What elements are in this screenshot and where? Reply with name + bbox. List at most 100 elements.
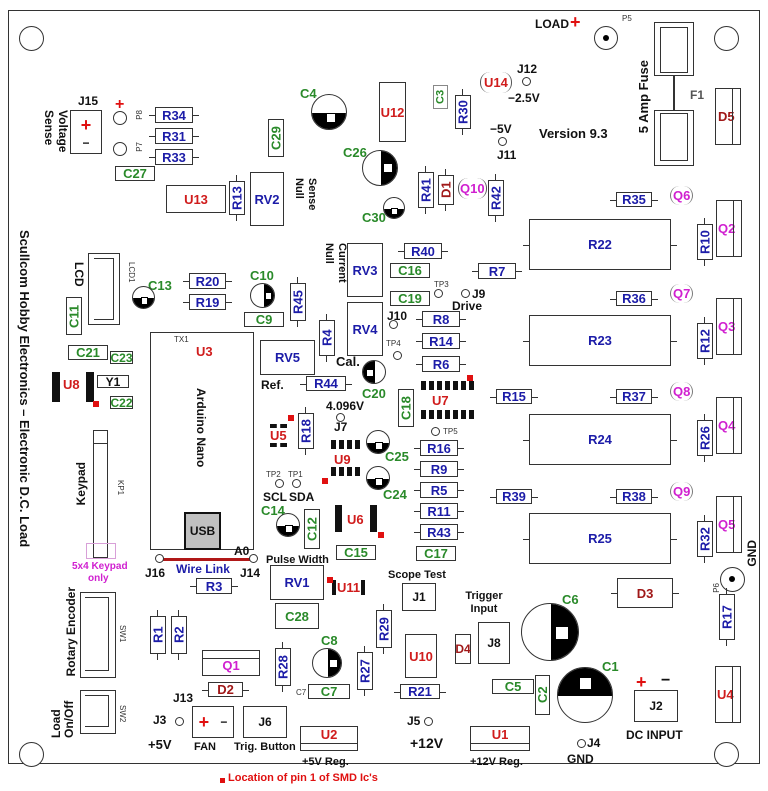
p7-label: P7 [135,142,144,152]
pin1-marker-U9 [322,478,328,484]
test-point-TP3[interactable] [434,289,443,298]
resistor-R16: R16 [414,440,464,456]
ic-U13: U13 [166,185,226,213]
capacitor-C30-label: C30 [362,210,386,225]
capacitor-C26 [362,150,398,186]
resistor-R3: R3 [190,578,238,594]
ic-U3: U3 [196,344,213,359]
plus-5v-reg-label: +5V Reg. [302,756,349,768]
pad-p7[interactable] [113,142,127,156]
diode-D3: D3 [611,578,679,608]
capacitor-C20-label: C20 [362,386,386,401]
connector-J15: +− [70,110,102,154]
pad-p8[interactable] [113,111,127,125]
resistor-R6: R6 [416,356,466,372]
test-point-j11[interactable] [498,137,507,146]
connector-J13-fan[interactable]: +− [192,706,234,738]
resistor-R24: R24 [523,414,677,465]
test-point-TP5[interactable] [431,427,440,436]
rotary-encoder-label: Rotary Encoder [64,587,78,677]
potentiometer-RV2[interactable]: RV2 [250,172,284,226]
test-point-J3[interactable] [175,717,184,726]
capacitor-C28: C28 [275,603,319,629]
capacitor-C22: C22 [110,395,133,410]
resistor-R32: R32 [697,521,713,557]
sw1-label: SW1 [118,625,127,643]
transistor-Q5: Q5 [716,496,742,553]
pad-J16[interactable] [155,554,164,563]
resistor-R40: R40 [398,243,448,259]
test-point-TP1[interactable] [292,479,301,488]
capacitor-C13 [132,286,155,309]
resistor-R23: R23 [523,315,677,366]
potentiometer-RV3[interactable]: RV3 [347,243,383,297]
j7-label: J7 [334,420,348,434]
resistor-R44: R44 [300,376,352,391]
transistor-Q6: Q6 [670,186,694,205]
transistor-Q8: Q8 [670,382,694,401]
test-point-J9[interactable] [461,289,470,298]
connector-J1[interactable]: J1 [402,583,436,611]
resistor-R12: R12 [697,323,713,359]
test-point-J10[interactable] [389,320,398,329]
fuse-holder-bottom [654,110,694,166]
load-label: LOAD [535,17,569,31]
resistor-R14: R14 [416,333,466,349]
test-point-j12[interactable] [522,77,531,86]
j4-label: J4 [587,736,601,750]
resistor-R42: R42 [488,180,504,216]
sense-null-label: Sense Null [293,178,318,211]
j13-label: J13 [173,691,194,705]
potentiometer-RV5[interactable]: RV5 [260,340,315,375]
potentiometer-RV4[interactable]: RV4 [347,302,383,356]
transistor-Q9: Q9 [670,482,694,501]
capacitor-C30 [383,197,405,219]
connector-J8[interactable]: J8 [478,622,510,664]
capacitor-C21: C21 [68,345,108,360]
resistor-R4: R4 [319,320,335,356]
connector-J2[interactable]: J2 [634,690,678,722]
test-point-J4[interactable] [577,739,586,748]
capacitor-C6-label: C6 [562,592,579,607]
resistor-R45: R45 [290,283,306,321]
test-point-J5[interactable] [424,717,433,726]
fuse-label: 5 Amp Fuse [636,60,651,134]
capacitor-C24-label: C24 [383,487,407,502]
j16-label: J16 [145,566,166,580]
ic-U5: U5 [270,424,287,447]
diode-D5: D5 [715,88,741,145]
capacitor-C13-label: C13 [148,278,172,293]
ic-U8: U8 [63,377,80,392]
pad-J14[interactable] [249,554,258,563]
connector-J6[interactable]: J6 [243,706,287,738]
capacitor-C11: C11 [66,297,82,335]
tx1-label: TX1 [174,335,189,344]
mounting-hole-top-right [714,26,739,51]
ref-label: Ref. [261,378,284,392]
resistor-R2: R2 [171,616,187,654]
minus-5v-label: −5V [490,122,512,136]
transistor-Q10: Q10 [458,178,487,199]
connector-KP1 [93,430,108,558]
capacitor-C4 [311,94,347,130]
trigger-input-label: Trigger Input [465,590,503,615]
capacitor-C4-label: C4 [300,86,317,101]
capacitor-C2: C2 [535,675,550,715]
fuse-body [673,75,675,113]
load-plus-sign: + [570,12,581,32]
arduino-nano-label: Arduino Nano [194,388,208,468]
usb-label: USB [189,524,216,538]
fan-label: FAN [194,741,216,753]
capacitor-C24 [366,466,390,490]
test-point-TP4[interactable] [393,351,402,360]
connector-SW1[interactable] [80,592,116,678]
ic-U9-pins-top [331,440,360,449]
connector-SW2[interactable] [80,690,116,734]
test-point-J7[interactable] [336,413,345,422]
capacitor-C25 [366,430,390,454]
plus-sign: + [80,114,92,135]
capacitor-C26-label: C26 [343,145,367,160]
test-point-TP2[interactable] [275,479,284,488]
potentiometer-RV1[interactable]: RV1 [270,565,324,600]
fan-plus: + [198,711,210,732]
